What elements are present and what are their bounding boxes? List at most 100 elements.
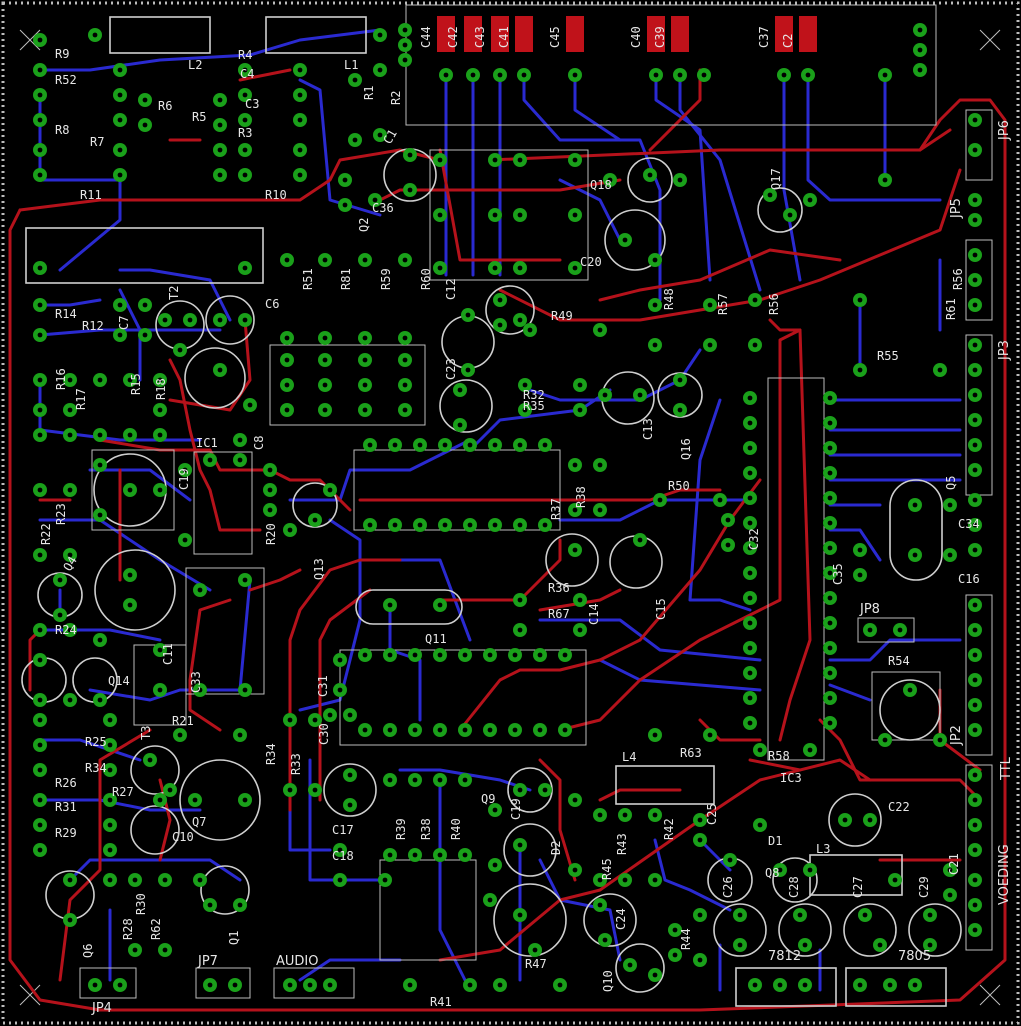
pad-hole — [652, 302, 658, 308]
pad-hole — [972, 727, 978, 733]
pad-hole — [857, 297, 863, 303]
label-r23: R23 — [54, 503, 68, 525]
pad-hole — [107, 847, 113, 853]
label-r50: R50 — [668, 479, 690, 493]
pad-hole — [457, 387, 463, 393]
pad-hole — [701, 72, 707, 78]
pad-hole — [337, 877, 343, 883]
label-r35: R35 — [523, 399, 545, 413]
label-r18: R18 — [154, 378, 168, 400]
pad-hole — [97, 697, 103, 703]
pad-hole — [527, 327, 533, 333]
label-q2: Q2 — [357, 218, 371, 232]
pad-hole — [492, 807, 498, 813]
pad-hole — [827, 720, 833, 726]
pad-hole — [67, 552, 73, 558]
pad-hole — [242, 265, 248, 271]
label-r34_left: R34 — [85, 761, 107, 775]
pad-hole — [637, 392, 643, 398]
pad-hole — [117, 332, 123, 338]
pad-hole — [652, 257, 658, 263]
pad-hole — [67, 877, 73, 883]
label-t3: T3 — [139, 726, 153, 740]
pad-hole — [297, 67, 303, 73]
pad-hole — [857, 572, 863, 578]
pad-hole — [117, 302, 123, 308]
pad-hole — [207, 457, 213, 463]
pad-hole — [247, 402, 253, 408]
pad-hole — [622, 812, 628, 818]
pad-hole — [767, 192, 773, 198]
pad-hole — [284, 335, 290, 341]
label-c45: C45 — [548, 26, 562, 48]
label-r44: R44 — [679, 928, 693, 950]
pad-hole — [377, 67, 383, 73]
label-c23: C23 — [444, 358, 458, 380]
label-c16: C16 — [958, 572, 980, 586]
pad-hole — [217, 172, 223, 178]
pad-hole — [827, 695, 833, 701]
label-r1: R1 — [362, 86, 376, 100]
pad-hole — [577, 627, 583, 633]
label-c39: C39 — [653, 26, 667, 48]
pad-hole — [807, 867, 813, 873]
pad-hole — [362, 257, 368, 263]
pad-hole — [237, 457, 243, 463]
pad-hole — [937, 737, 943, 743]
pad-hole — [437, 852, 443, 858]
label-r42: R42 — [662, 818, 676, 840]
pad-hole — [362, 382, 368, 388]
label-ttl: TTL — [999, 756, 1014, 781]
pad-hole — [407, 152, 413, 158]
pad-hole — [532, 947, 538, 953]
pad-hole — [67, 407, 73, 413]
pad-hole — [182, 467, 188, 473]
pad-hole — [372, 197, 378, 203]
pad-hole — [697, 957, 703, 963]
label-r41: R41 — [430, 995, 452, 1009]
label-r32: R32 — [523, 388, 545, 402]
pad-hole — [37, 432, 43, 438]
pad-hole — [322, 407, 328, 413]
pad-hole — [972, 277, 978, 283]
pad-hole — [147, 757, 153, 763]
pad-hole — [37, 717, 43, 723]
label-c34: C34 — [958, 517, 980, 531]
label-r36: R36 — [548, 581, 570, 595]
pad-hole — [737, 912, 743, 918]
label-c14: C14 — [587, 603, 601, 625]
pad-hole — [412, 852, 418, 858]
pad-hole — [827, 495, 833, 501]
pad-hole — [672, 952, 678, 958]
pad-hole — [652, 972, 658, 978]
pad-hole — [497, 297, 503, 303]
pad-hole — [572, 797, 578, 803]
pad-hole — [597, 902, 603, 908]
label-r22: R22 — [39, 523, 53, 545]
pad-hole — [512, 652, 518, 658]
pad-hole — [127, 432, 133, 438]
pad-hole — [752, 982, 758, 988]
pad-hole — [37, 92, 43, 98]
pad-hole — [497, 72, 503, 78]
label-c29: C29 — [917, 876, 931, 898]
pad-hole — [597, 812, 603, 818]
pad-hole — [805, 72, 811, 78]
pad-hole — [387, 602, 393, 608]
pad-hole — [521, 72, 527, 78]
pad-hole — [572, 72, 578, 78]
pad-hole — [777, 982, 783, 988]
label-c33: C33 — [189, 671, 203, 693]
label-d1: D1 — [768, 834, 782, 848]
pad-hole — [747, 620, 753, 626]
pad-hole — [972, 522, 978, 528]
pad-hole — [242, 117, 248, 123]
pad-hole — [557, 982, 563, 988]
label-c3: C3 — [245, 97, 259, 111]
pad-hole — [917, 27, 923, 33]
pad-hole — [972, 927, 978, 933]
pad-hole — [337, 657, 343, 663]
pad-hole — [192, 797, 198, 803]
pad-hole — [157, 487, 163, 493]
